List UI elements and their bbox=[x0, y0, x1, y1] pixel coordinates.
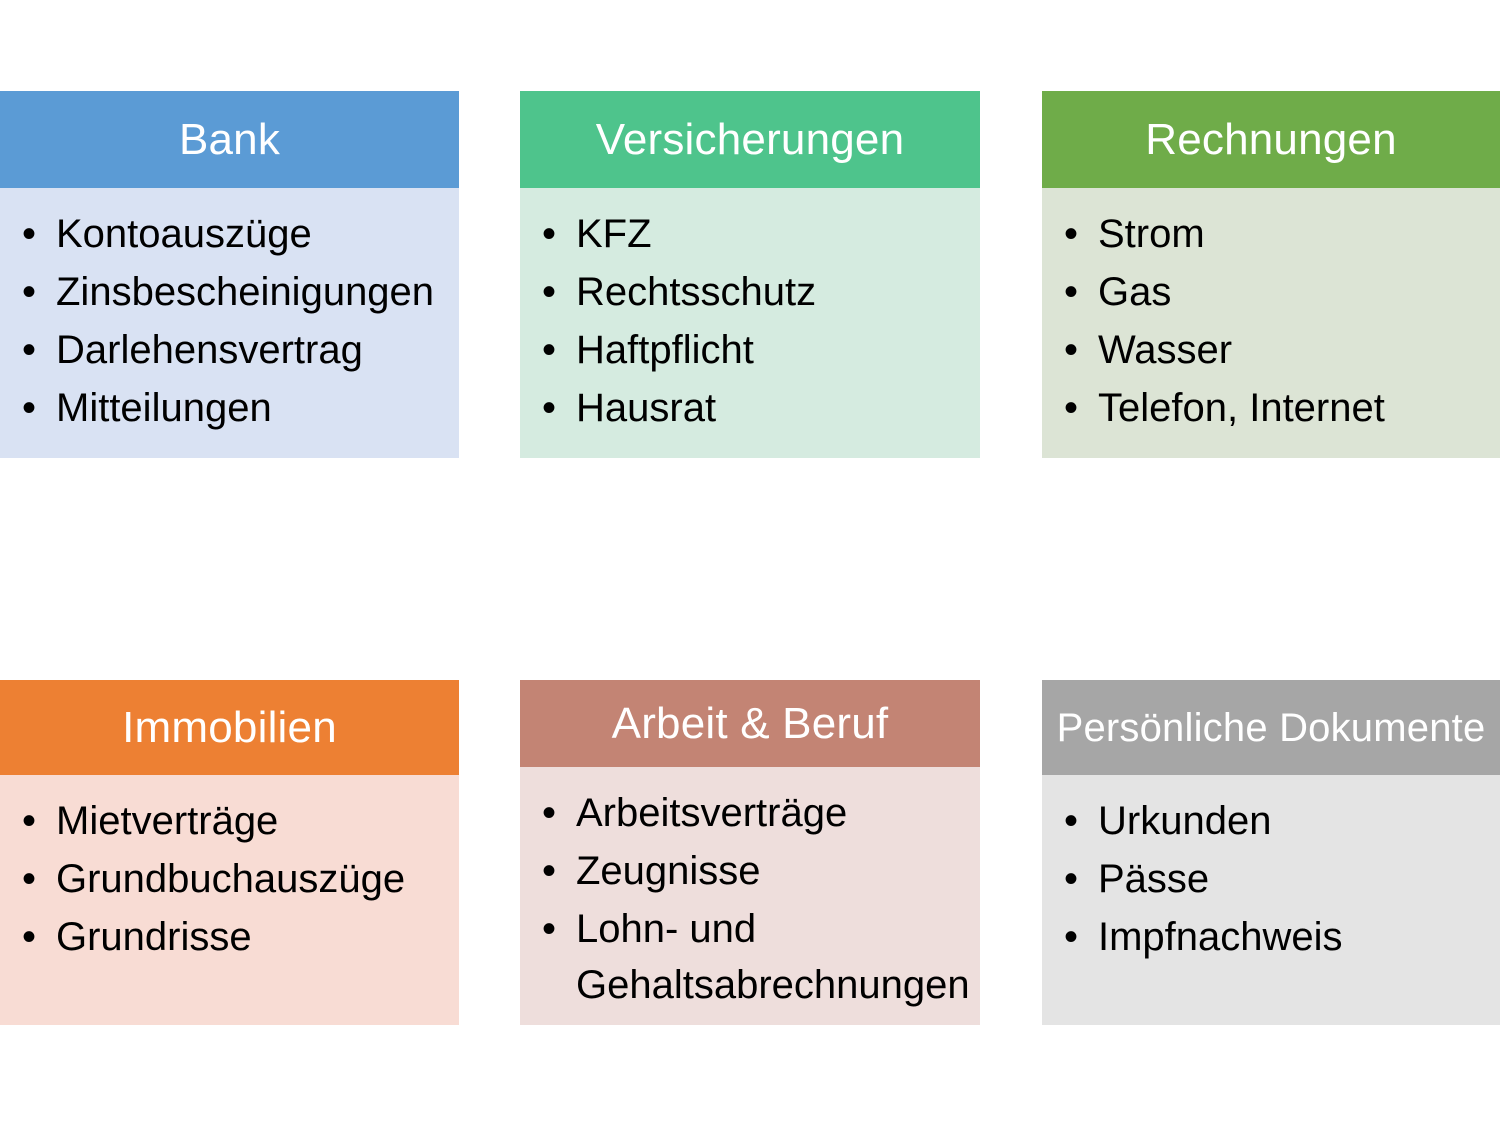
list-item-label: Mietverträge bbox=[56, 799, 279, 843]
bullet-icon: • bbox=[1064, 799, 1079, 843]
list-item-label: Kontoauszüge bbox=[56, 212, 312, 256]
list-item: • Grundbuchauszüge bbox=[0, 851, 449, 907]
card-body-arbeit-beruf: • Arbeitsverträge • Zeugnisse • Lohn- und G… bbox=[520, 767, 980, 1025]
category-card-persoenliche-dokumente[interactable]: Persönliche Dokumente • Urkunden • Pässe •… bbox=[1042, 680, 1500, 1025]
item-list-persoenliche-dokumente: • Urkunden • Pässe • Impfnachweis bbox=[1042, 793, 1490, 965]
bullet-icon: • bbox=[22, 799, 37, 843]
bullet-icon: • bbox=[22, 270, 37, 314]
card-header-bank: Bank bbox=[0, 91, 459, 188]
category-card-rechnungen[interactable]: Rechnungen • Strom • Gas • Wasser • Telefon,… bbox=[1042, 91, 1500, 458]
list-item-label: Grundbuchauszüge bbox=[56, 857, 406, 901]
card-header-persoenliche-dokumente: Persönliche Dokumente bbox=[1042, 680, 1500, 775]
list-item-label: Gas bbox=[1098, 270, 1172, 314]
card-body-persoenliche-dokumente: • Urkunden • Pässe • Impfnachweis bbox=[1042, 775, 1500, 1025]
list-item: • Kontoauszüge bbox=[0, 206, 449, 262]
bullet-icon: • bbox=[542, 907, 557, 951]
list-item: • Grundrisse bbox=[0, 909, 449, 965]
card-header-immobilien: Immobilien bbox=[0, 680, 459, 775]
card-header-arbeit-beruf: Arbeit & Beruf bbox=[520, 680, 980, 767]
list-item-label: Darlehensvertrag bbox=[56, 328, 363, 372]
bullet-icon: • bbox=[22, 915, 37, 959]
list-item-label: Mitteilungen bbox=[56, 386, 272, 430]
bullet-icon: • bbox=[1064, 386, 1079, 430]
bullet-icon: • bbox=[542, 791, 557, 835]
list-item-label: Grundrisse bbox=[56, 915, 252, 959]
list-item: • Mitteilungen bbox=[0, 380, 449, 436]
bullet-icon: • bbox=[22, 857, 37, 901]
item-list-immobilien: • Mietverträge • Grundbuchauszüge • Grundri… bbox=[0, 793, 449, 965]
bullet-icon: • bbox=[542, 328, 557, 372]
card-body-versicherungen: • KFZ • Rechtsschutz • Haftpflicht • Hausrat bbox=[520, 188, 980, 458]
bullet-icon: • bbox=[1064, 328, 1079, 372]
list-item-label: Arbeitsverträge bbox=[576, 791, 848, 835]
bullet-icon: • bbox=[542, 270, 557, 314]
list-item: • Telefon, Internet bbox=[1042, 380, 1490, 436]
list-item: • Mietverträge bbox=[0, 793, 449, 849]
list-item-label: Zinsbescheinigungen bbox=[56, 270, 435, 314]
list-item-label: Urkunden bbox=[1098, 799, 1272, 843]
list-item: • Impfnachweis bbox=[1042, 909, 1490, 965]
bullet-icon: • bbox=[1064, 270, 1079, 314]
category-card-immobilien[interactable]: Immobilien • Mietverträge • Grundbuchauszü… bbox=[0, 680, 459, 1025]
category-card-versicherungen[interactable]: Versicherungen • KFZ • Rechtsschutz • Haftp… bbox=[520, 91, 980, 458]
list-item: • Wasser bbox=[1042, 322, 1490, 378]
bullet-icon: • bbox=[1064, 212, 1079, 256]
bullet-icon: • bbox=[542, 386, 557, 430]
list-item: • Darlehensvertrag bbox=[0, 322, 449, 378]
list-item: • Strom bbox=[1042, 206, 1490, 262]
bullet-icon: • bbox=[542, 212, 557, 256]
list-item-label: Rechtsschutz bbox=[576, 270, 817, 314]
list-item: • Zeugnisse bbox=[520, 843, 970, 899]
bullet-icon: • bbox=[22, 386, 37, 430]
card-body-rechnungen: • Strom • Gas • Wasser • Telefon, Internet bbox=[1042, 188, 1500, 458]
list-item-label: Haftpflicht bbox=[576, 328, 754, 372]
card-body-immobilien: • Mietverträge • Grundbuchauszüge • Grundri… bbox=[0, 775, 459, 1025]
list-item-label: Hausrat bbox=[576, 386, 717, 430]
list-item: • Arbeitsverträge bbox=[520, 785, 970, 841]
list-item: • Gas bbox=[1042, 264, 1490, 320]
list-item-label: Zeugnisse bbox=[576, 849, 761, 893]
list-item-label: KFZ bbox=[576, 212, 652, 256]
category-card-bank[interactable]: Bank • Kontoauszüge • Zinsbescheinigungen … bbox=[0, 91, 459, 458]
list-item-label: Strom bbox=[1098, 212, 1205, 256]
list-item: • Zinsbescheinigungen bbox=[0, 264, 449, 320]
list-item-label: Impfnachweis bbox=[1098, 915, 1343, 959]
item-list-arbeit-beruf: • Arbeitsverträge • Zeugnisse • Lohn- und G… bbox=[520, 785, 970, 1013]
list-item: • Hausrat bbox=[520, 380, 970, 436]
item-list-versicherungen: • KFZ • Rechtsschutz • Haftpflicht • Hausrat bbox=[520, 206, 970, 436]
item-list-rechnungen: • Strom • Gas • Wasser • Telefon, Internet bbox=[1042, 206, 1490, 436]
card-header-versicherungen: Versicherungen bbox=[520, 91, 980, 188]
bullet-icon: • bbox=[22, 212, 37, 256]
list-item: • Haftpflicht bbox=[520, 322, 970, 378]
list-item: • Urkunden bbox=[1042, 793, 1490, 849]
list-item: • Pässe bbox=[1042, 851, 1490, 907]
list-item-label: Pässe bbox=[1098, 857, 1210, 901]
bullet-icon: • bbox=[1064, 915, 1079, 959]
list-item: • Lohn- und Gehaltsabrechnungen bbox=[520, 901, 970, 1013]
card-body-bank: • Kontoauszüge • Zinsbescheinigungen • Darl… bbox=[0, 188, 459, 458]
item-list-bank: • Kontoauszüge • Zinsbescheinigungen • Darl… bbox=[0, 206, 449, 436]
list-item: • Rechtsschutz bbox=[520, 264, 970, 320]
bullet-icon: • bbox=[1064, 857, 1079, 901]
list-item-label: Lohn- und Gehaltsabrechnungen bbox=[576, 907, 970, 1007]
list-item-label: Telefon, Internet bbox=[1098, 386, 1385, 430]
category-card-arbeit-beruf[interactable]: Arbeit & Beruf • Arbeitsverträge • Zeugnis… bbox=[520, 680, 980, 1025]
bullet-icon: • bbox=[22, 328, 37, 372]
list-item: • KFZ bbox=[520, 206, 970, 262]
bullet-icon: • bbox=[542, 849, 557, 893]
card-header-rechnungen: Rechnungen bbox=[1042, 91, 1500, 188]
list-item-label: Wasser bbox=[1098, 328, 1233, 372]
